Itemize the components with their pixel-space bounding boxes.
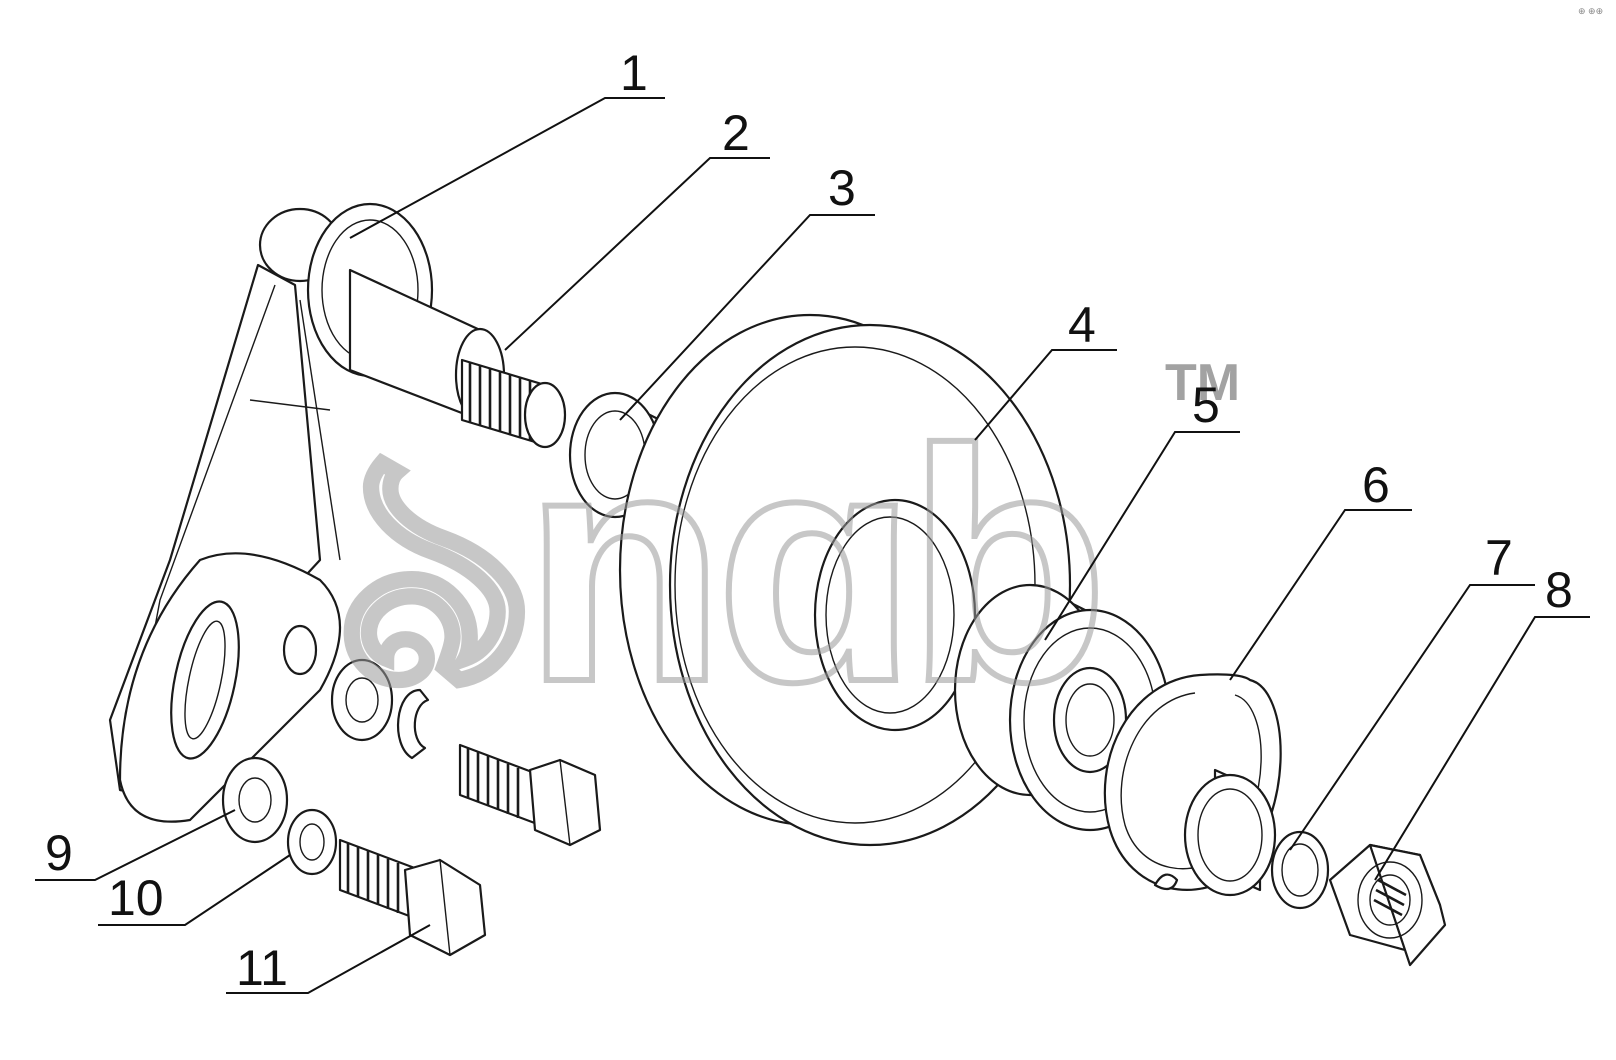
leader-9 <box>35 809 236 881</box>
leader-10 <box>98 854 291 926</box>
callout-4: 4 <box>1068 297 1096 353</box>
leader-8 <box>1374 616 1590 881</box>
leader-1 <box>349 97 665 239</box>
leader-2 <box>504 157 770 351</box>
leader-lines <box>35 97 1590 994</box>
watermark: ঌnɑb TM <box>332 354 1240 753</box>
callout-6: 6 <box>1362 457 1390 513</box>
callout-numbers: 1 2 3 4 5 6 7 8 9 10 11 <box>45 45 1573 996</box>
callout-8: 8 <box>1545 562 1573 618</box>
callout-3: 3 <box>828 160 856 216</box>
leader-4 <box>974 349 1117 441</box>
callout-5: 5 <box>1192 377 1220 433</box>
callout-10: 10 <box>108 870 164 926</box>
hex-lock-nut <box>1328 843 1447 967</box>
leader-7 <box>1289 584 1535 851</box>
callout-11: 11 <box>236 940 288 996</box>
flat-washer <box>221 756 289 844</box>
leader-5 <box>1044 431 1240 641</box>
upper-mounting-hardware <box>330 658 602 847</box>
hex-bolt <box>338 838 487 957</box>
watermark-logo-text: ঌnɑb <box>335 381 1098 750</box>
callout-9: 9 <box>45 825 73 881</box>
leader-3 <box>619 214 875 421</box>
callout-1: 1 <box>620 45 648 101</box>
callout-2: 2 <box>722 105 750 161</box>
ball-bearing <box>953 583 1172 832</box>
leader-11 <box>226 924 431 994</box>
threaded-stud <box>460 358 567 449</box>
callout-7: 7 <box>1485 530 1513 586</box>
leader-6 <box>1229 509 1412 681</box>
watermark-trademark: TM <box>1165 354 1240 412</box>
corner-mark: ⊕ ⊕⊕ <box>1578 6 1603 16</box>
spring-washer <box>286 808 338 876</box>
spacer-washer <box>1183 768 1330 910</box>
